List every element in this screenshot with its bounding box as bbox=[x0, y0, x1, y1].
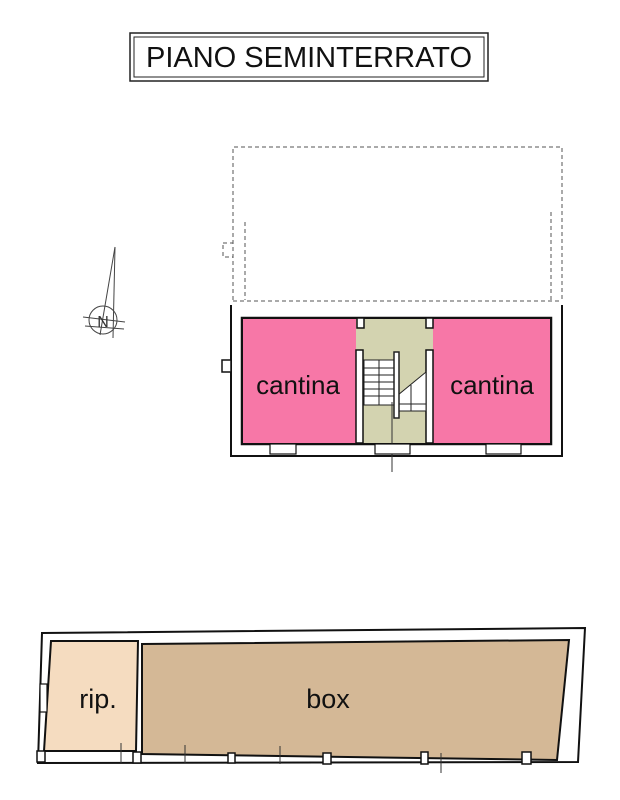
title-box: PIANO SEMINTERRATO bbox=[129, 32, 489, 82]
garage-block: rip. box bbox=[36, 626, 587, 773]
upper-outline-dashed bbox=[222, 146, 563, 302]
basement-block: cantina cantina bbox=[221, 305, 563, 472]
north-compass-icon: N bbox=[82, 246, 126, 339]
box-label: box bbox=[306, 684, 350, 714]
cantina-right-label: cantina bbox=[450, 370, 534, 400]
ripostiglio-label: rip. bbox=[79, 684, 117, 714]
cantina-left-room bbox=[243, 319, 356, 443]
cantina-right-room bbox=[433, 319, 550, 443]
box-room bbox=[141, 638, 571, 762]
staircase-icon bbox=[363, 351, 427, 472]
plan-title: PIANO SEMINTERRATO bbox=[146, 42, 472, 74]
compass-label: N bbox=[97, 314, 109, 331]
cantina-left-label: cantina bbox=[256, 370, 340, 400]
ripostiglio-room bbox=[42, 640, 140, 752]
